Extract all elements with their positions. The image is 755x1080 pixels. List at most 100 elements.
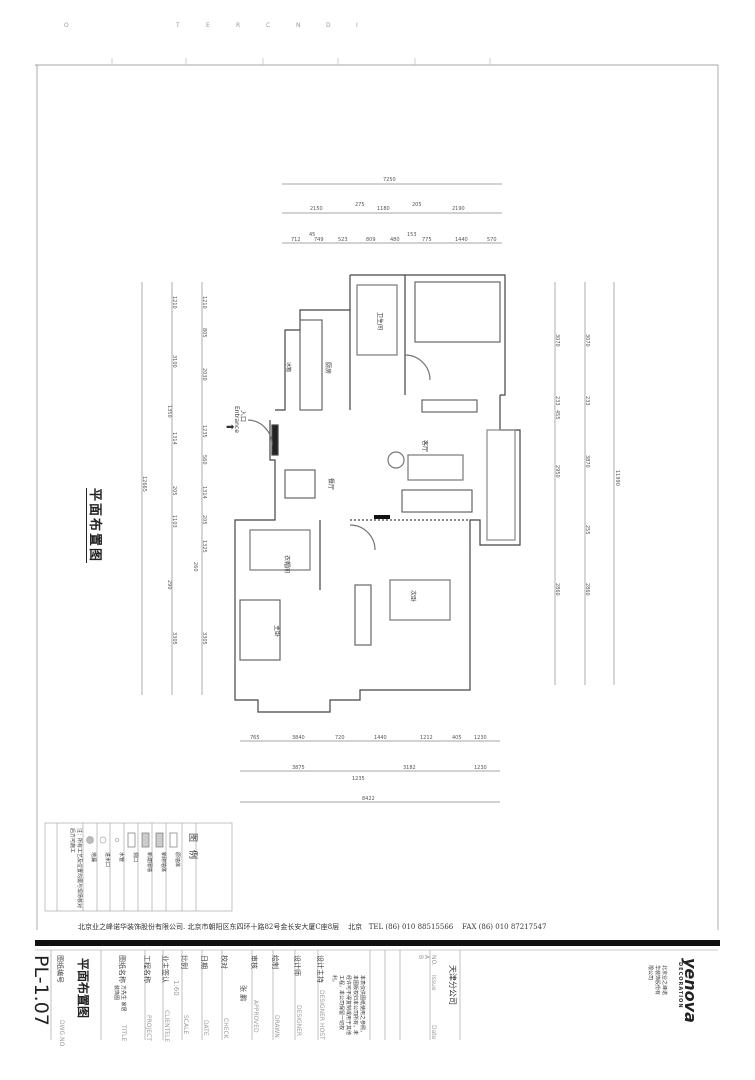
dim-label: 455 — [554, 410, 560, 420]
legend-item: 进水口 — [104, 852, 110, 868]
scale-label: 比例 — [180, 955, 188, 969]
dim-label: 765 — [250, 735, 260, 741]
drawing-name: 平面布置图 — [76, 958, 90, 1019]
dim-label: 290 — [166, 580, 172, 590]
legend-item: 洞口 — [132, 852, 138, 863]
city: 北京 — [348, 923, 363, 931]
dim-label: 3305 — [201, 632, 207, 645]
date-label: 日期 — [200, 955, 208, 969]
revision-row: B — [417, 955, 424, 960]
dim-label: 3875 — [292, 765, 305, 771]
ruler-letter: I — [356, 22, 358, 29]
footer-contact: 北京业之峰诺华装饰股份有限公司. 北京市朝阳区东四环十路82号金长安大厦C座8层… — [78, 922, 546, 932]
room-master-bedroom: 主卧 — [273, 625, 280, 638]
dim-label: 205 — [412, 202, 422, 208]
dim-label: 205 — [201, 515, 207, 525]
revision-no-label: NO. — [430, 955, 437, 966]
dim-label: 2030 — [201, 368, 207, 381]
legend-item: 新砌墙体 — [160, 852, 166, 873]
legend-title: 图例 — [187, 833, 197, 868]
room-second-bedroom: 次卧 — [409, 590, 416, 603]
dim-label: 3870 — [584, 455, 590, 468]
dim-label: 255 — [584, 525, 590, 535]
room-fridge: 冰箱 — [285, 362, 291, 373]
title-label: 图纸名称 — [118, 955, 126, 983]
dim-label: 1235 — [201, 425, 207, 438]
dim-label: 809 — [366, 237, 376, 243]
chief-designer-label: 设计主持 — [316, 955, 324, 983]
dim-label: 1314 — [171, 432, 177, 445]
dim-bottom-overall: 8422 — [362, 796, 375, 802]
ruler-letter: R — [236, 22, 241, 29]
dim-label: 3840 — [292, 735, 305, 741]
dim-label: 1440 — [455, 237, 468, 243]
label-en: TITLE — [120, 1025, 127, 1042]
dim-label: 1230 — [474, 735, 487, 741]
label-en: DESIGNER HOST — [318, 990, 325, 1040]
legend-note: 注：所有工艺及位置均需与现场核对后方可施工 — [69, 828, 82, 909]
dim-label: 480 — [390, 237, 400, 243]
dim-label: 1180 — [377, 206, 390, 212]
dim-label: 805 — [201, 328, 207, 338]
dim-label: 2860 — [584, 583, 590, 596]
approved-label: 审核 — [250, 955, 258, 969]
dim-label: 3070 — [584, 334, 590, 347]
dim-label: 233 — [584, 396, 590, 406]
legend-item: 水管 — [118, 852, 124, 863]
client-label: 业主签认 — [161, 955, 169, 983]
drawing-title: 平面布置图 — [86, 488, 106, 564]
dim-label: 720 — [335, 735, 345, 741]
dim-label: 233 — [554, 396, 560, 406]
scale-value: 1:60 — [172, 980, 180, 996]
label-en: DRAWN — [273, 1015, 280, 1038]
ruler-letter: N — [296, 22, 301, 29]
label-en: DWG.NO — [58, 1020, 65, 1047]
entrance-label-en: Entrance — [233, 406, 240, 433]
designer-label: 设计师 — [293, 955, 301, 976]
label-en: CHECK — [222, 1018, 229, 1039]
ruler-letter: C — [266, 22, 271, 29]
company-logo: yenova — [681, 958, 700, 1023]
dim-label: 775 — [422, 237, 432, 243]
company-address: 北京业之峰诺华装饰股份有限公司. 北京市朝阳区东四环十路82号金长安大厦C座8层 — [78, 923, 340, 931]
dim-label: 153 — [407, 232, 417, 238]
dim-right-overall: 11990 — [614, 470, 620, 486]
drawn-label: 绘制 — [271, 955, 279, 969]
dim-label: 1440 — [374, 735, 387, 741]
company-name: 北京业之峰诺华装饰股份有限公司 — [647, 965, 667, 996]
revision-issue-label: Issue — [430, 975, 437, 991]
dim-label: 523 — [338, 237, 348, 243]
branch-name: 天津分公司 — [448, 965, 457, 1005]
label-en: DATE — [202, 1020, 209, 1036]
room-bathroom: 卫生间 — [376, 312, 383, 331]
label-en: CLIENTELE — [163, 1010, 170, 1043]
copyright-note: 本表仅供图纸使用之参照，本图版权归本公司所有，未经许可不得复制或用于其他工程，本… — [331, 975, 365, 1036]
dim-label: 1230 — [474, 765, 487, 771]
project-label: 工程名称 — [143, 955, 151, 983]
legend-item: 地漏 — [90, 852, 96, 863]
dim-label: 1212 — [420, 735, 433, 741]
entrance-label-cn: 入口 — [239, 410, 246, 423]
dim-label: 2860 — [554, 583, 560, 596]
label-en: SCALE — [182, 1015, 189, 1035]
logo-subtitle: DECORATION — [677, 962, 683, 1009]
dim-label: 45 — [309, 232, 316, 238]
dim-label: 1210 — [171, 296, 177, 309]
legend-item: 原墙体 — [174, 852, 180, 868]
dim-label: 3100 — [171, 355, 177, 368]
dim-label: 1235 — [352, 776, 365, 782]
label-en: DESIGNER — [295, 1005, 302, 1037]
dim-label: 560 — [201, 455, 207, 465]
dim-top-overall: 7250 — [383, 177, 396, 183]
ruler-letter: T — [176, 22, 180, 29]
fax: FAX (86) 010 87217547 — [462, 923, 547, 931]
revision-row: A — [423, 955, 430, 960]
dim-label: 205 — [171, 486, 177, 496]
room-dining: 餐厅 — [327, 478, 334, 491]
phone: TEL (86) 010 88515566 — [368, 923, 454, 931]
dim-label: 405 — [452, 735, 462, 741]
label-en: APPROVED — [252, 1000, 259, 1033]
revision-date-label: Date — [430, 1025, 437, 1040]
dim-label: 3182 — [403, 765, 416, 771]
dim-label: 1314 — [201, 486, 207, 499]
